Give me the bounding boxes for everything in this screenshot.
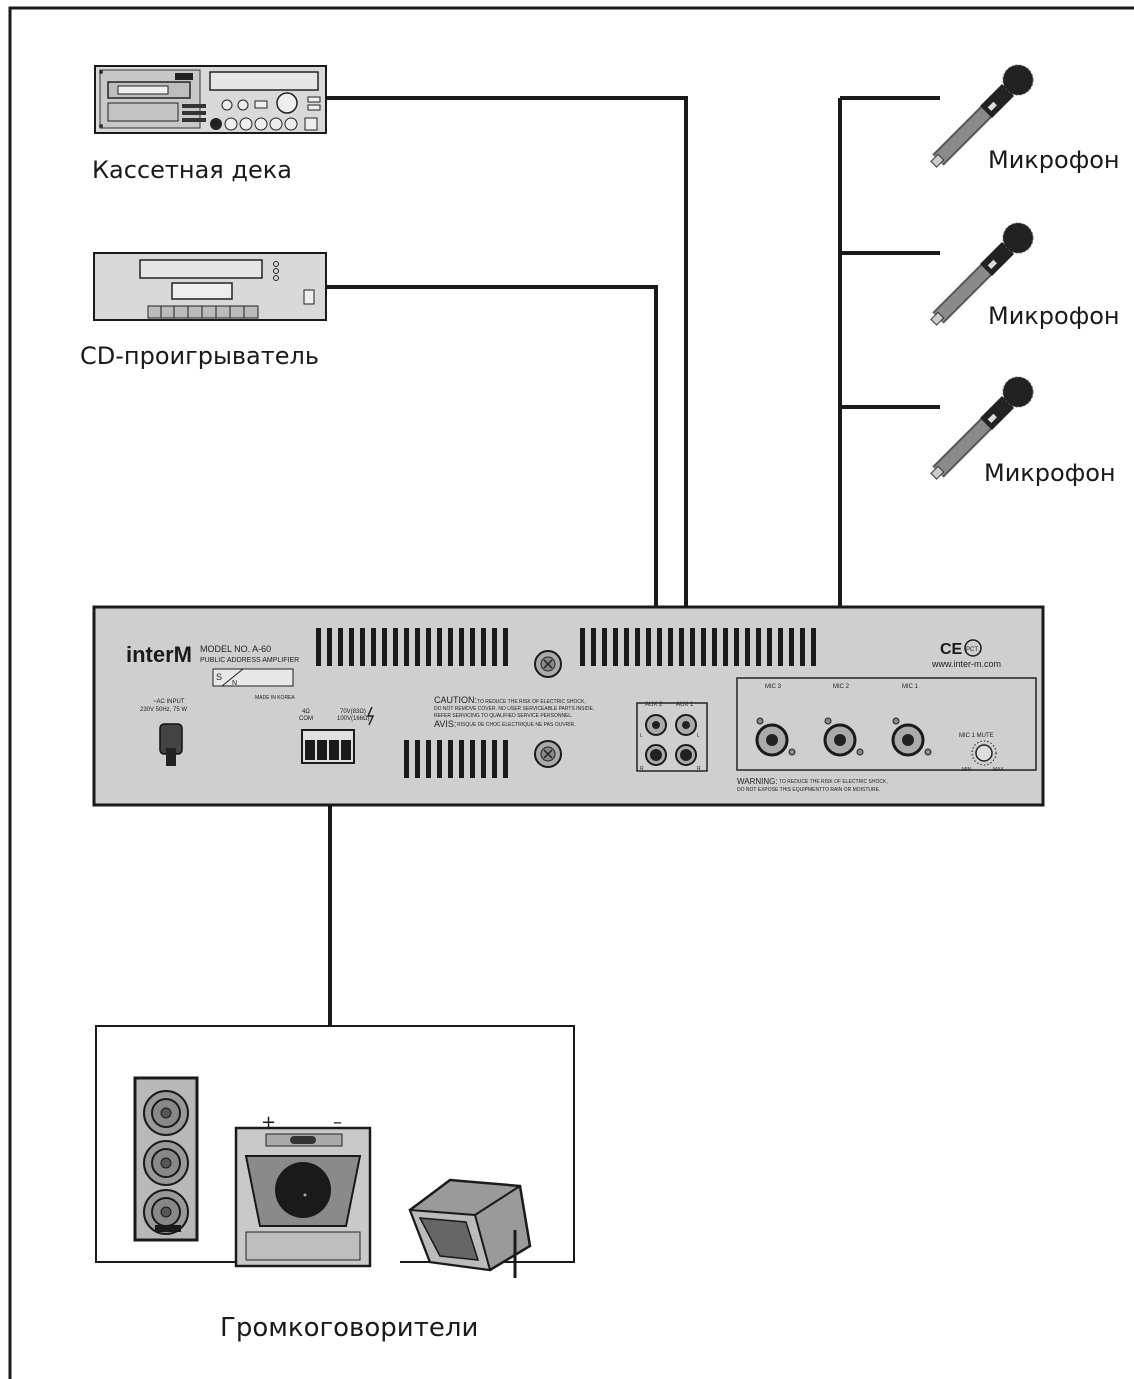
speakers-frame — [95, 1025, 575, 1263]
aux2-label: AUX 2 — [645, 702, 663, 708]
vent-grille-top-right — [580, 628, 816, 666]
horn-speaker — [408, 1178, 532, 1278]
website: www.inter-m.com — [931, 659, 1001, 669]
microphone-3-label: Микрофон — [984, 459, 1116, 487]
vent-grille-bottom — [404, 740, 508, 778]
diagram-frame — [8, 6, 1134, 1379]
warning-line-2: DO NOT EXPOSE THIS EQUIPMENTTO RAIN OR M… — [737, 787, 880, 793]
caution-line-2: DO NOT REMOVE COVER. NO USER SERVICEABLE… — [434, 706, 594, 712]
pct-mark-icon — [964, 639, 982, 657]
microphone-2-label: Микрофон — [988, 302, 1120, 330]
mic-input-group — [736, 677, 1037, 771]
aux1-label: AUX 1 — [676, 702, 694, 708]
model-number: MODEL NO. A-60 — [200, 644, 271, 654]
cassette-cable — [326, 96, 688, 755]
knob-max-label: MAX — [993, 767, 1005, 773]
avis-title: AVIS: — [434, 719, 456, 729]
brand-logo: interM — [126, 642, 192, 667]
cd-cable — [326, 285, 658, 755]
caution-line-1: TO REDUCE THE RISK OF ELECTRIC SHOCK, — [477, 699, 586, 705]
rca-jacks — [645, 714, 697, 766]
high-voltage-icon — [366, 706, 375, 726]
terminal-100v: 100V(166Ω) — [337, 716, 370, 722]
cassette-deck-label: Кассетная дека — [92, 156, 292, 184]
caution-title: CAUTION: — [434, 695, 477, 705]
pct-mark: PCT — [966, 647, 978, 653]
aux1-r-label: R — [697, 766, 701, 772]
serial-s: S — [216, 672, 222, 682]
mic1-label: MIC 1 — [902, 684, 919, 690]
knob-min-label: MIN — [962, 767, 972, 773]
made-in-korea: MADE IN KOREA — [255, 695, 295, 701]
cassette-deck — [94, 65, 327, 134]
warning-line-1: TO REDUCE THE RISK OF ELECTRIC SHOCK, — [779, 779, 888, 785]
ground-screw-top — [534, 650, 562, 678]
mic3-label: MIC 3 — [765, 684, 782, 690]
aux2-r-label: R — [640, 766, 644, 772]
mic1-mute-knob — [971, 740, 997, 766]
cables — [326, 96, 940, 1027]
polarity-minus: – — [333, 1112, 342, 1133]
serial-n: N — [232, 680, 237, 687]
ce-mark: CE — [940, 641, 963, 658]
cd-player — [93, 252, 327, 321]
mic1-mute-label: MIC 1 MUTE — [959, 733, 994, 739]
warning-title: WARNING: — [737, 777, 778, 786]
caution-line-3: REFER SERVICING TO QUALIFIED SERVICE PER… — [434, 713, 573, 719]
terminal-com: COM — [299, 716, 313, 722]
speakers-group: + – — [95, 1025, 575, 1278]
cd-player-label: CD-проигрыватель — [80, 342, 319, 370]
aux2-l-label: L — [640, 733, 643, 739]
mic2-label: MIC 2 — [833, 684, 850, 690]
terminal-4ohm: 4Ω — [302, 709, 310, 715]
xlr-jacks — [755, 717, 932, 757]
ac-input-rating: 230V 50Hz, 75 W — [140, 707, 187, 713]
speakers-label: Громкоговорители — [220, 1313, 478, 1343]
ground-screw-bottom — [534, 740, 562, 768]
speaker-terminal-block — [301, 729, 355, 764]
aux-input-group — [636, 702, 708, 772]
terminal-70v: 70V(83Ω) — [340, 709, 366, 715]
model-subtitle: PUBLIC ADDRESS AMPLIFIER — [200, 657, 299, 664]
column-speaker — [133, 1076, 199, 1242]
vent-grille-top-left — [316, 628, 508, 666]
ceiling-speaker — [234, 1126, 372, 1268]
power-cord-icon — [159, 723, 183, 766]
microphone-1-label: Микрофон — [988, 146, 1120, 174]
avis-text: RISQUE DE CHOC ELECTRIQUE NE PAS OUVRIR. — [457, 722, 576, 728]
ac-input-label: ~AC INPUT — [153, 699, 185, 705]
aux1-l-label: L — [697, 733, 700, 739]
amplifier-rear-panel: interM MODEL NO. A-60 PUBLIC ADDRESS AMP… — [92, 605, 1045, 807]
